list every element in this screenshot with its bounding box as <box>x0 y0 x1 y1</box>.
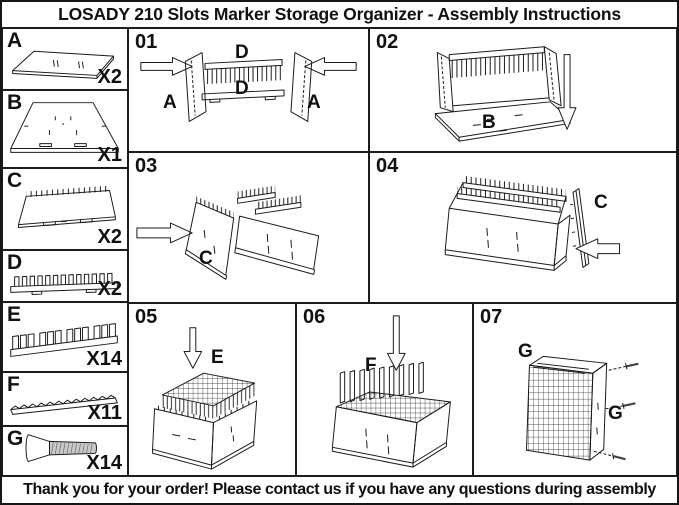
footer-bar: Thank you for your order! Please contact… <box>2 476 677 503</box>
step05-label-e: E <box>211 347 224 368</box>
step-number: 07 <box>480 306 503 328</box>
step-cell-04: 04 C <box>369 152 677 303</box>
part-qty: X2 <box>97 278 122 300</box>
part-e-drawing <box>10 323 118 357</box>
part-label: A <box>7 29 23 52</box>
part-cell-g: G X14 <box>2 426 128 476</box>
step-cell-06: 06 F <box>296 303 473 476</box>
step07-label-g-top: G <box>518 341 533 362</box>
part-d-drawing <box>10 272 118 295</box>
part-a-drawing <box>12 50 114 79</box>
part-qty: X1 <box>97 144 122 166</box>
step02-label-b: B <box>482 112 496 133</box>
arrow-down-icon <box>386 315 406 371</box>
part-c-drawing <box>18 185 116 229</box>
part-cell-f: F X11 <box>2 372 128 426</box>
step-number: 01 <box>135 31 158 53</box>
step07-label-g-side: G <box>608 403 623 424</box>
part-f-drawing <box>10 394 118 415</box>
arrow-right-icon <box>136 222 193 244</box>
part-cell-c: C X2 <box>2 168 128 250</box>
footer-message: Thank you for your order! Please contact… <box>23 481 656 498</box>
part-label: G <box>7 427 24 450</box>
part-cell-d: D X2 <box>2 250 128 302</box>
step-cell-03: 03 C <box>128 152 369 303</box>
step-cell-07: 07 G G <box>473 303 677 476</box>
step-05-diagram <box>152 327 258 470</box>
screw-icon <box>605 402 636 410</box>
step-number: 05 <box>135 306 158 328</box>
part-label: D <box>7 251 23 274</box>
step-06-diagram <box>331 315 451 468</box>
step-01-diagram <box>140 52 357 122</box>
arrow-right-icon <box>140 57 193 76</box>
part-qty: X11 <box>87 402 122 424</box>
arrow-left-icon <box>575 238 621 260</box>
part-cell-b: B X1 <box>2 90 128 168</box>
step03-label-c: C <box>199 248 213 269</box>
part-qty: X2 <box>97 66 122 88</box>
step-number: 04 <box>376 155 399 177</box>
part-qty: X2 <box>97 226 122 248</box>
step-07-diagram <box>525 355 639 461</box>
part-label: F <box>7 373 20 396</box>
step-02-diagram <box>434 46 577 142</box>
arrow-left-icon <box>304 57 357 76</box>
step01-label-d-mid: D <box>235 78 249 99</box>
step-04-diagram <box>444 175 621 271</box>
screw-icon <box>593 450 626 461</box>
part-label: B <box>7 91 23 114</box>
part-b-drawing <box>10 102 119 153</box>
page-title: LOSADY 210 Slots Marker Storage Organize… <box>58 4 621 24</box>
step-03-diagram <box>136 185 320 280</box>
step04-label-c: C <box>594 192 608 213</box>
step-number: 03 <box>135 155 158 177</box>
step-cell-01: 01 D D A A <box>128 28 369 152</box>
part-qty: X14 <box>86 452 122 474</box>
step-cell-02: 02 B <box>369 28 677 152</box>
part-label: E <box>7 303 22 326</box>
step-cell-05: 05 E <box>128 303 296 476</box>
screw-icon <box>608 362 639 371</box>
step-number: 02 <box>376 31 399 53</box>
step-number: 06 <box>303 306 326 328</box>
part-g-drawing <box>25 434 97 463</box>
step01-label-a-left: A <box>163 92 177 113</box>
arrow-down-icon <box>557 54 577 130</box>
part-cell-e: E X14 <box>2 302 128 372</box>
part-cell-a: A X2 <box>2 28 128 90</box>
arrow-down-icon <box>183 327 203 369</box>
part-label: C <box>7 169 23 192</box>
part-qty: X14 <box>86 348 122 370</box>
step06-label-f: F <box>365 355 377 376</box>
title-bar: LOSADY 210 Slots Marker Storage Organize… <box>2 2 677 28</box>
step01-label-a-right: A <box>307 92 321 113</box>
step01-label-d-top: D <box>235 42 249 63</box>
